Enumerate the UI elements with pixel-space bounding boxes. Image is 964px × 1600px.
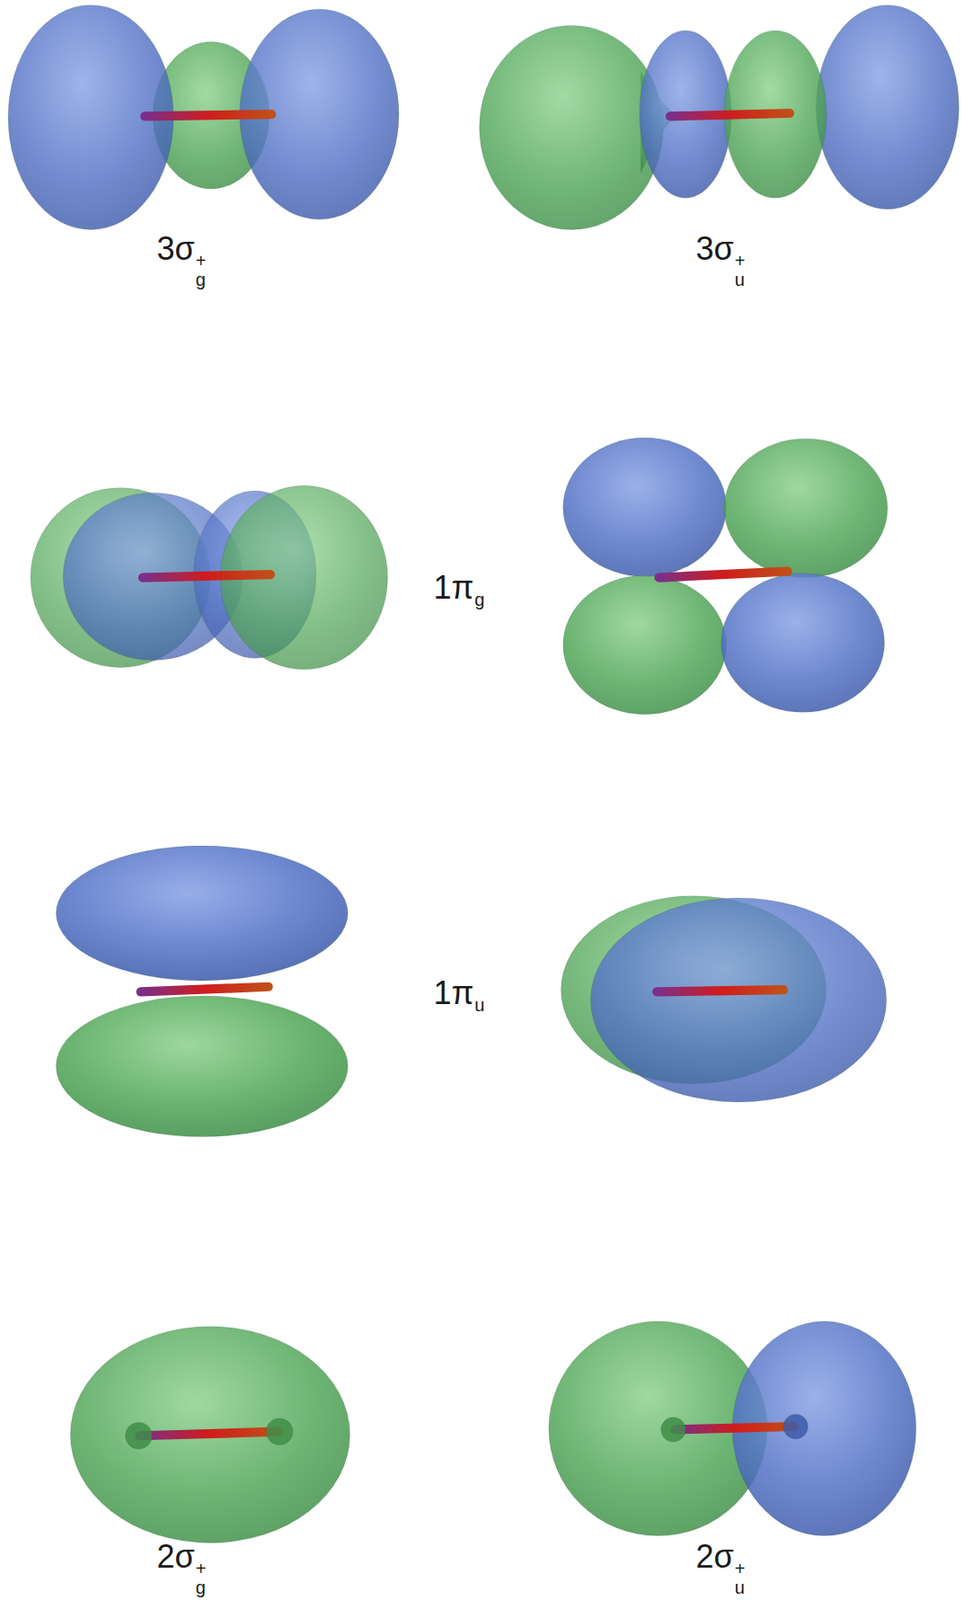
- orbital-1pu-end: [560, 895, 886, 1102]
- lobe: [721, 573, 885, 712]
- orbital-label: 1πg: [433, 571, 486, 609]
- orbital-1pu-side: [55, 845, 348, 1137]
- lobe: [724, 438, 888, 577]
- bond-rod: [141, 986, 269, 992]
- index-stack: g+: [195, 1557, 207, 1596]
- orbital-2su: [548, 1320, 917, 1535]
- orbital-symbol: 2σ: [696, 1536, 735, 1574]
- index-stack: u+: [734, 251, 746, 290]
- orbital-symbol: 1π: [433, 973, 475, 1011]
- parity-subscript: u: [734, 270, 746, 290]
- lobe: [55, 995, 348, 1137]
- lobe: [590, 897, 886, 1102]
- orbital-symbol: 2σ: [157, 1536, 195, 1574]
- bond-rod: [659, 571, 788, 578]
- bond-rod: [142, 574, 271, 577]
- lobe: [815, 5, 959, 210]
- parity-subscript: g: [474, 589, 485, 610]
- orbital-symbol: 1π: [433, 568, 475, 606]
- bond-rod: [656, 989, 784, 991]
- lobe: [479, 25, 664, 230]
- symmetry-superscript: +: [734, 251, 746, 271]
- symmetry-superscript: +: [734, 1557, 746, 1577]
- lobe: [70, 1326, 350, 1543]
- atom-core: [661, 1416, 686, 1442]
- bond-rod: [140, 1431, 279, 1436]
- orbital-1pg-side: [563, 437, 888, 715]
- bond-rod: [675, 1425, 795, 1429]
- orbital-label: 2σg+: [157, 1538, 207, 1596]
- orbital-label: 2σu+: [696, 1538, 746, 1596]
- symmetry-superscript: +: [195, 1557, 207, 1577]
- parity-subscript: g: [195, 1576, 207, 1596]
- atom-core: [783, 1413, 808, 1438]
- orbital-label: 3σg+: [157, 232, 207, 290]
- orbital-1pg-end: [30, 485, 388, 669]
- parity-subscript: g: [195, 270, 207, 290]
- lobe: [55, 845, 348, 981]
- lobe: [563, 574, 727, 714]
- bond-rod: [670, 113, 790, 116]
- orbital-3su: [479, 5, 960, 230]
- atom-core: [265, 1417, 293, 1445]
- lobe: [563, 437, 727, 576]
- orbital-label: 1πu: [433, 976, 486, 1014]
- index-stack: u+: [734, 1557, 746, 1596]
- atom-core: [125, 1421, 153, 1449]
- orbital-2sg: [70, 1326, 350, 1543]
- orbital-symbol: 3σ: [696, 229, 735, 267]
- index-stack: g+: [195, 251, 207, 290]
- symmetry-superscript: +: [195, 251, 207, 271]
- orbital-label: 3σu+: [696, 232, 746, 290]
- bond-rod: [144, 114, 272, 116]
- orbital-3sg: [8, 5, 399, 230]
- orbital-symbol: 3σ: [157, 229, 195, 267]
- parity-subscript: u: [474, 994, 485, 1015]
- parity-subscript: u: [734, 1576, 746, 1596]
